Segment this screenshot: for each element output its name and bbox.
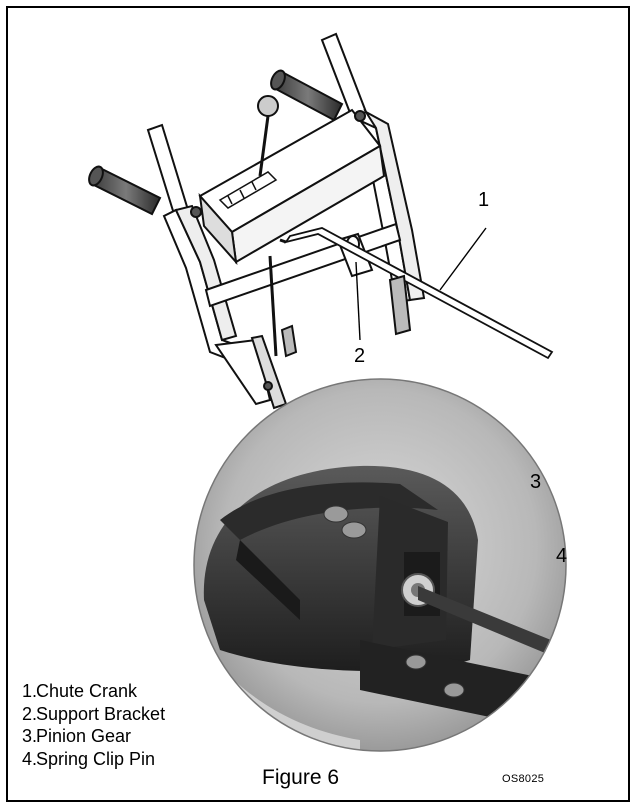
legend-item: 4.Spring Clip Pin <box>22 748 165 771</box>
figure-legend: 1.Chute Crank 2.Support Bracket 3.Pinion… <box>22 680 165 770</box>
legend-item: 1.Chute Crank <box>22 680 165 703</box>
chute-crank-rod <box>283 227 554 360</box>
legend-number: 3. <box>22 726 38 746</box>
legend-label: Pinion Gear <box>36 726 132 746</box>
shift-knob <box>257 95 279 117</box>
left-grip <box>88 165 162 216</box>
right-grip <box>270 69 344 122</box>
legend-number: 2. <box>22 703 38 724</box>
callout-3: 3 <box>530 471 542 493</box>
inset-detail-drawing <box>193 378 567 752</box>
legend-label: Spring Clip Pin <box>36 748 156 769</box>
cap-bolts <box>323 505 367 539</box>
legend-number: 4. <box>22 748 38 769</box>
callout-2: 2 <box>354 345 366 367</box>
callout-1: 1 <box>478 189 490 211</box>
figure-caption: Figure 6 <box>262 766 340 789</box>
legend-number: 1. <box>22 681 38 701</box>
legend-item: 2.Support Bracket <box>22 703 165 726</box>
legend-item: 3.Pinion Gear <box>22 725 165 748</box>
callout-4: 4 <box>556 545 568 567</box>
legend-label: Support Bracket <box>36 703 166 724</box>
legend-label: Chute Crank <box>36 681 138 701</box>
handle-assembly-drawing <box>88 32 554 410</box>
figure-code: OS8025 <box>502 773 545 785</box>
